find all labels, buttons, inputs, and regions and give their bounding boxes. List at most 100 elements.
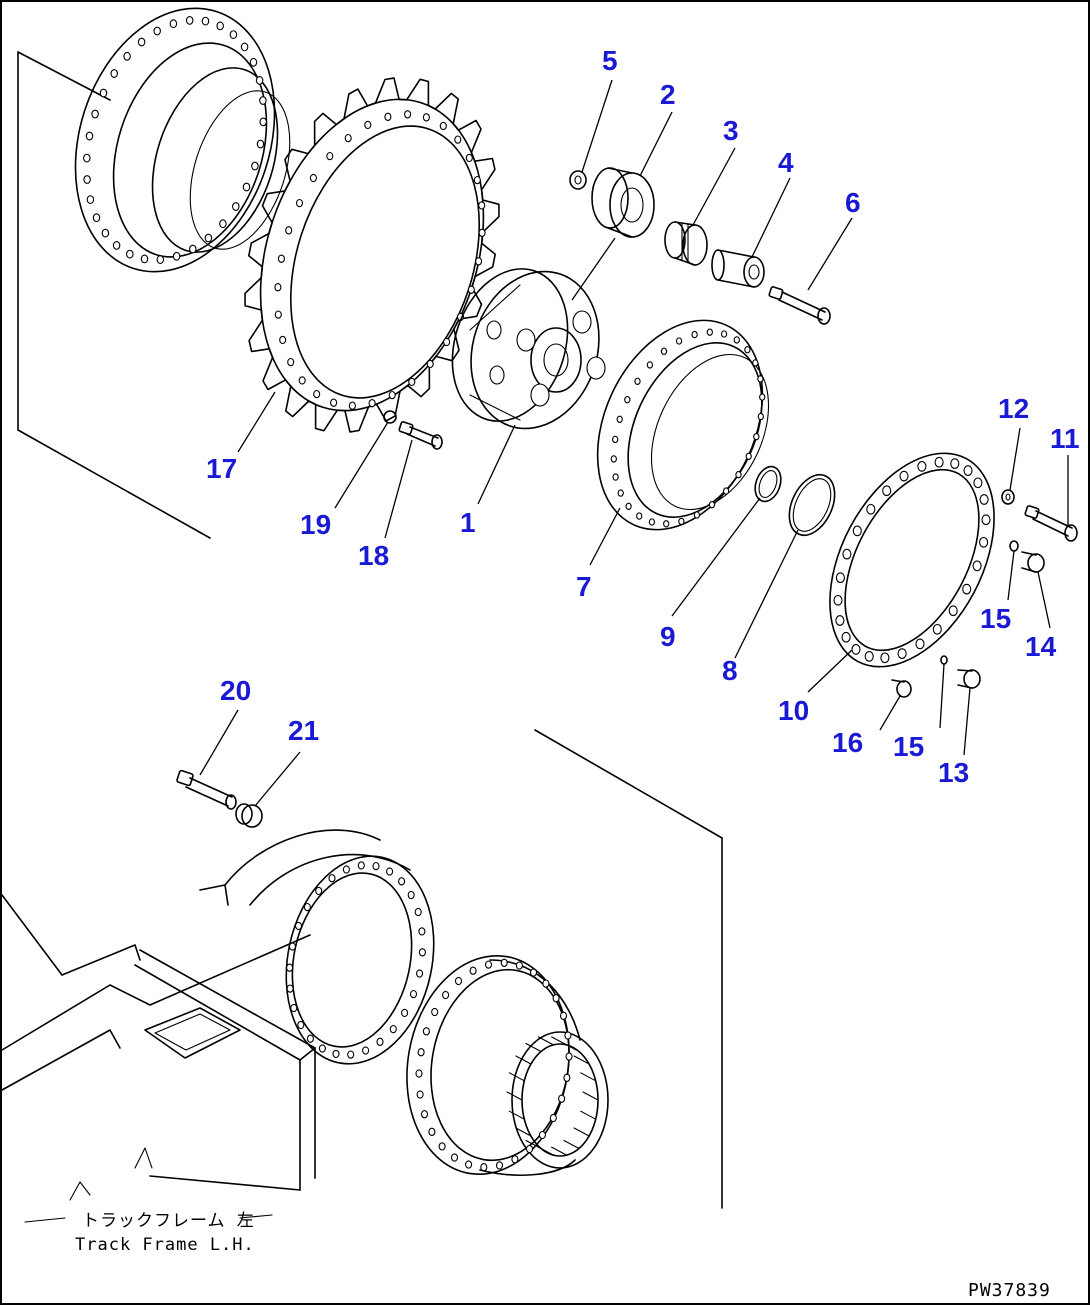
- cover-bolt-hole: [864, 651, 874, 662]
- frame-bolt-hole: [303, 902, 311, 912]
- callout-13: 13: [938, 757, 969, 788]
- carrier-bolt-hole: [563, 1073, 571, 1082]
- cover-bolt-hole: [915, 638, 925, 650]
- spline-tooth: [580, 1072, 597, 1082]
- sprocket-bolt-hole: [388, 390, 396, 400]
- caption-japanese: トラックフレーム 左: [82, 1211, 255, 1231]
- spline-tooth: [573, 1127, 590, 1137]
- cover-bolt-hole: [835, 572, 845, 584]
- frame-bolt-hole: [332, 1049, 340, 1059]
- sprocket-bolt-hole: [368, 399, 376, 408]
- sprocket-bolt-hole: [274, 310, 282, 319]
- snap-ring-9: [754, 465, 782, 503]
- sprocket-bolt-hole: [467, 285, 475, 294]
- carrier-bolt-hole: [558, 1094, 566, 1103]
- callout-18: 18: [358, 540, 389, 571]
- hub-1: [451, 268, 606, 430]
- carrier-bolt-hole: [416, 1090, 424, 1099]
- carrier-bolt-hole: [431, 1007, 439, 1017]
- collar-3: [664, 221, 708, 266]
- plug-13: [957, 669, 981, 689]
- frame-bolt-hole: [398, 877, 406, 886]
- cover-bolt-hole: [882, 485, 892, 497]
- carrier-bolt-hole: [428, 1127, 436, 1136]
- flange-bolt-hole: [189, 244, 197, 254]
- callout-8: 8: [722, 655, 738, 686]
- carrier-bolt-hole: [480, 1163, 488, 1172]
- spline-tooth: [580, 1110, 597, 1120]
- carrier-bolt-hole: [565, 1052, 573, 1061]
- sprocket-bolt-hole: [274, 283, 282, 292]
- washer-19: [383, 410, 397, 424]
- ring-gear-hole: [660, 347, 668, 355]
- callout-14: 14: [1025, 631, 1057, 662]
- ring-gear-hole: [759, 393, 766, 401]
- flange-bolt-hole: [156, 255, 165, 264]
- cover-bolt-hole: [950, 458, 960, 469]
- washer-21: [235, 803, 263, 828]
- frame-bolt-hole: [347, 1050, 355, 1059]
- sprocket-bolt-hole: [277, 254, 285, 263]
- flange-bolt-hole: [201, 16, 210, 26]
- track-frame-caption: トラックフレーム 左 Track Frame L.H.: [24, 1211, 273, 1255]
- ring-gear-hole: [625, 502, 632, 510]
- sprocket-bolt-hole: [475, 257, 483, 266]
- flange-bolt-hole: [83, 153, 91, 163]
- spline-tooth: [508, 1110, 525, 1120]
- cover-bolt-hole: [963, 465, 973, 476]
- ring-gear-hole: [722, 487, 730, 495]
- carrier-bolt-hole: [415, 1069, 423, 1078]
- sprocket-17: [244, 77, 500, 433]
- callout-3: 3: [723, 115, 739, 146]
- flange-bolt-hole: [259, 96, 267, 105]
- flange-bolt-hole: [229, 30, 238, 39]
- ring-gear-hole: [691, 330, 698, 339]
- spline-tooth: [537, 1036, 554, 1046]
- spline-tooth: [525, 1042, 542, 1053]
- cover-bolt-hole: [899, 470, 909, 482]
- cover-bolt-hole: [866, 503, 876, 515]
- ring-gear-hole: [624, 396, 631, 404]
- sprocket-bolt-hole: [404, 110, 412, 119]
- spline-tooth: [582, 1091, 599, 1101]
- sprocket-bolt-hole: [313, 389, 321, 399]
- sprocket-bolt-hole: [422, 113, 430, 122]
- sprocket-bolt-hole: [279, 335, 287, 345]
- flange-bolt-hole: [240, 42, 249, 52]
- bolt-18: [398, 421, 443, 450]
- callout-1: 1: [460, 507, 476, 538]
- sprocket-bolt-hole: [454, 135, 462, 144]
- ring-gear-hole: [733, 336, 740, 344]
- sprocket-bolt-hole: [478, 228, 486, 237]
- ring-gear-hole: [634, 377, 641, 385]
- sprocket-bolt-hole: [426, 359, 434, 369]
- frame-bolt-hole: [288, 942, 296, 951]
- frame-bolt-hole: [376, 1037, 384, 1046]
- callout-10: 10: [778, 695, 809, 726]
- sprocket-bolt-hole: [473, 175, 481, 185]
- frame-bolt-hole: [328, 874, 336, 883]
- spline-tooth: [563, 1139, 580, 1150]
- carrier-bolt-hole: [465, 1160, 473, 1169]
- frame-bolt-hole: [401, 1008, 409, 1018]
- callout-4: 4: [778, 147, 794, 178]
- carrier-bolt-hole: [564, 1031, 572, 1040]
- flange-bolt-hole: [219, 219, 227, 229]
- cover-bolt-hole: [841, 631, 851, 643]
- frame-bolt-hole: [372, 861, 380, 871]
- washer-12: [1001, 489, 1015, 505]
- flange-bolt-hole: [255, 76, 264, 85]
- ring-gear-hole: [745, 452, 752, 460]
- cover-bolt-hole: [852, 525, 862, 537]
- sprocket-bolt-hole: [348, 401, 356, 410]
- ring-gear-hole: [752, 359, 759, 367]
- frame-bolt-hole: [297, 1020, 305, 1030]
- flange-bolt-hole: [123, 51, 131, 61]
- carrier-bolt-hole: [549, 1113, 557, 1123]
- frame-bolt-hole: [294, 921, 303, 931]
- callout-20: 20: [220, 675, 251, 706]
- sprocket-bolt-hole: [465, 153, 473, 163]
- frame-bolt-hole: [318, 1044, 326, 1053]
- callout-5: 5: [602, 45, 618, 76]
- flange-bolt-hole: [92, 213, 101, 223]
